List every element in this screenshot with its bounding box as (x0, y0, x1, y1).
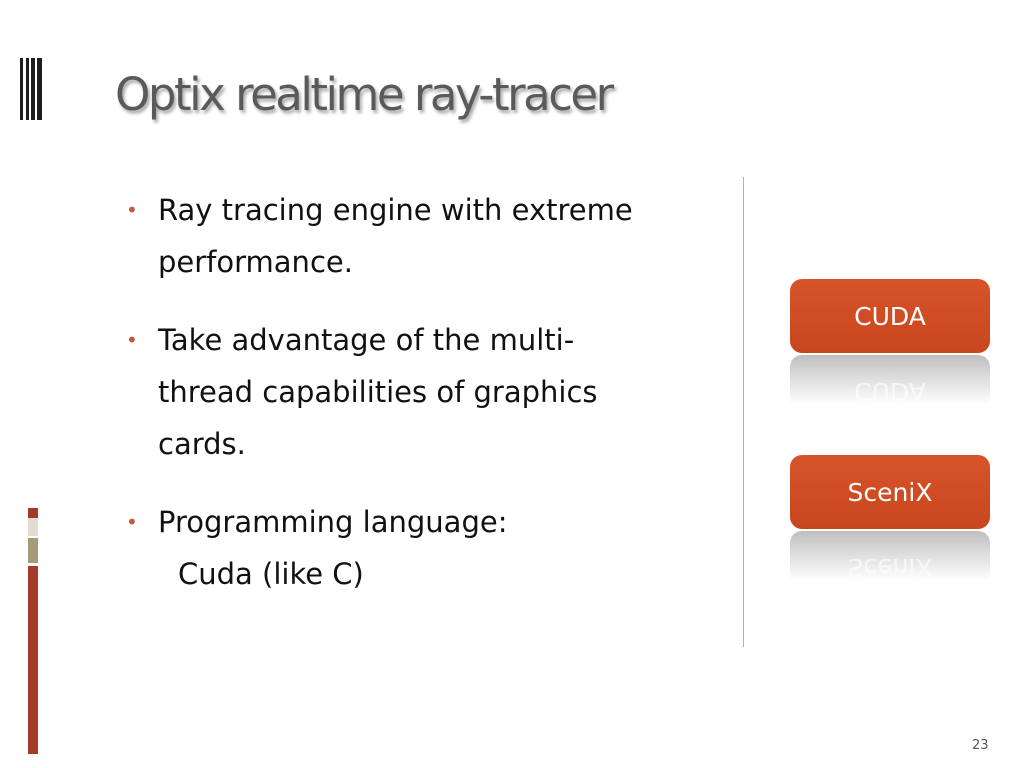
block-cuda-group: CUDA CUDA (790, 279, 990, 410)
bullet-item: • Programming language: Cuda (like C) (126, 496, 726, 600)
bullet-text: performance. (158, 245, 353, 279)
bullet-dot-icon: • (126, 510, 138, 534)
bullet-text: Take advantage of the multi- (158, 323, 575, 357)
block-cuda-reflection-text: CUDA (790, 355, 990, 410)
block-scenix: SceniX (790, 455, 990, 529)
stripes-decoration (20, 58, 42, 120)
block-scenix-reflection: SceniX (790, 531, 990, 586)
left-accent-bar-red-top (28, 508, 38, 518)
slide-title: Optix realtime ray-tracer (115, 68, 614, 121)
bullet-dot-icon: • (126, 198, 138, 222)
bullet-text: cards. (158, 427, 246, 461)
bullet-text: Cuda (like C) (178, 557, 364, 591)
left-accent-bar-light (28, 518, 38, 536)
vertical-divider (743, 177, 744, 647)
bullet-dot-icon: • (126, 328, 138, 352)
block-cuda: CUDA (790, 279, 990, 353)
block-scenix-group: SceniX SceniX (790, 455, 990, 586)
bullet-text: Programming language: (158, 505, 508, 539)
block-scenix-reflection-text: SceniX (790, 531, 990, 586)
block-cuda-reflection: CUDA (790, 355, 990, 410)
left-accent-bar-red (28, 566, 38, 754)
bullet-text: Ray tracing engine with extreme (158, 193, 633, 227)
bullet-item: • Take advantage of the multi- thread ca… (126, 314, 726, 470)
bullet-list: • Ray tracing engine with extreme perfor… (126, 184, 726, 626)
bullet-text: thread capabilities of graphics (158, 375, 598, 409)
bullet-item: • Ray tracing engine with extreme perfor… (126, 184, 726, 288)
page-number: 23 (972, 738, 989, 753)
left-accent-bar-tan (28, 538, 38, 563)
